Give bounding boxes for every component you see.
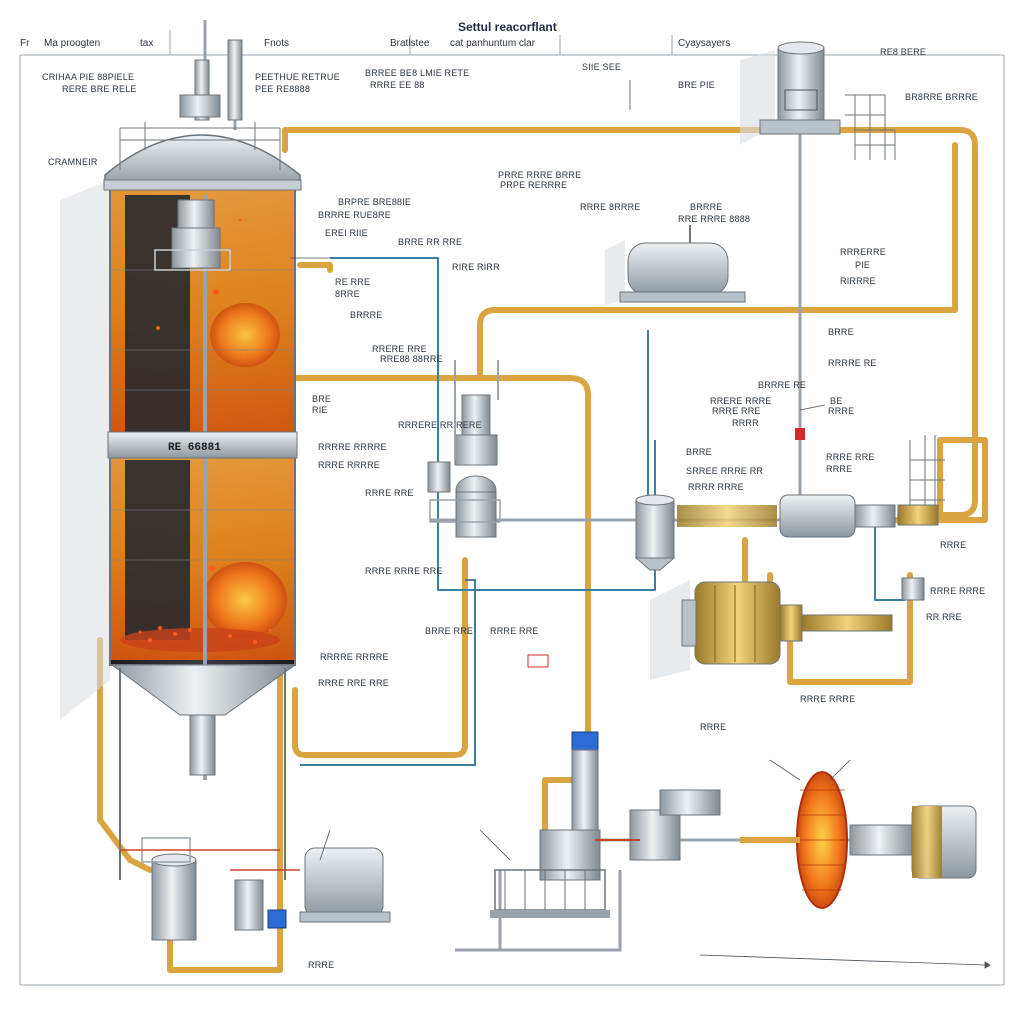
annotation-labels: CRAMNEIR CRIHAA PIE 88PIELE RERE BRE REL…	[42, 47, 985, 970]
label-t57: RRRE	[700, 722, 726, 732]
label-t50: RRRE RRRE	[930, 586, 985, 596]
label-t37: BRE	[312, 394, 331, 404]
top-storage-tank	[740, 41, 896, 160]
label-t8: BRE PIE	[678, 80, 715, 90]
label-t44: RRRR RRRE	[688, 482, 744, 492]
label-t38: RIE	[312, 405, 328, 415]
label-t30: RRRRE RE	[828, 358, 877, 368]
label-t14: BRRRE RUE8RE	[318, 210, 391, 220]
label-t53: RRRE RRE	[490, 626, 539, 636]
label-t24: RE RRE	[335, 277, 370, 287]
label-t32: RRERE RRRE	[710, 396, 772, 406]
label-t45: RRRE RRE	[826, 452, 875, 462]
label-t2: RERE BRE RELE	[62, 84, 137, 94]
label-t20: RRRERRE	[840, 247, 886, 257]
blue-piping	[300, 257, 905, 766]
gold-cylinder-unit	[650, 580, 893, 680]
label-t22: RIRRRE	[840, 276, 876, 286]
label-t23: RIRE RIRR	[452, 262, 500, 272]
header-col-1: Fnots	[264, 38, 289, 49]
label-t58: RRRE	[308, 960, 334, 970]
horizontal-tank	[605, 225, 746, 305]
label-t3: PEETHUE RETRUE	[255, 72, 340, 82]
gold-piping	[97, 127, 988, 973]
central-process-unit	[427, 360, 501, 538]
label-t27: RRERE RRE	[372, 344, 427, 354]
bottom-left-assembly	[120, 837, 391, 941]
label-t40: RRRRE RRRRE	[318, 442, 387, 452]
pipe-connectors	[267, 428, 805, 929]
label-t33: RRRE RRE	[712, 406, 761, 416]
label-t9: RE8 BERE	[880, 47, 926, 57]
label-t6: RRRE EE 88	[370, 80, 425, 90]
label-t19: RRE RRRE 8888	[678, 214, 750, 224]
label-t56: RRRE RRRE	[800, 694, 855, 704]
header-left-a: Fr	[20, 38, 30, 49]
reactor-vessel: RE 66881	[60, 39, 302, 880]
label-t1: CRIHAA PIE 88PIELE	[42, 72, 134, 82]
label-t34: RRRR	[732, 418, 759, 428]
label-t55: RRRE RRE RRE	[318, 678, 389, 688]
label-t5: BRREE BE8 LMIE RETE	[365, 68, 469, 78]
label-t36: RRRE	[828, 406, 854, 416]
filter-unit	[634, 494, 676, 571]
label-t42: BRRE	[686, 447, 712, 457]
label-t10: BR8RRE BRRRE	[905, 92, 978, 102]
vessel-band-label: RE 66881	[168, 442, 221, 454]
label-t18: BRRRE	[690, 202, 723, 212]
label-t13: BRPRE BRE88IE	[338, 197, 411, 207]
furnace-motor	[740, 771, 977, 909]
label-t25: 8RRE	[335, 289, 360, 299]
label-t26: BRRRE	[350, 310, 383, 320]
label-t49: RRRE	[940, 540, 966, 550]
label-t7: SIIE SEE	[582, 62, 621, 72]
header-left-c: tax	[140, 38, 153, 49]
label-t15: EREI RIIE	[325, 228, 368, 238]
label-t43: SRREE RRRE RR	[686, 466, 763, 476]
label-t29: BRRE	[828, 327, 854, 337]
heat-exchanger	[779, 435, 945, 601]
label-vessel-side: CRAMNEIR	[48, 157, 98, 167]
label-t21: PIE	[855, 260, 870, 270]
label-t4: PEE RE8888	[255, 84, 310, 94]
label-t11: PRRE RRRE BRRE	[498, 170, 581, 180]
label-t54: RRRRE RRRRE	[320, 652, 389, 662]
label-t51: RR RRE	[926, 612, 962, 622]
label-t48: RRRE RRRE RRE	[365, 566, 443, 576]
label-t17: RRRE 8RRRE	[580, 202, 641, 212]
leader-lines	[290, 80, 991, 969]
label-t16: BRRE RR RRE	[398, 237, 462, 247]
header-col-4: Cyaysayers	[678, 38, 730, 49]
header-left-b: Ma proogten	[44, 38, 100, 49]
diagram-title: Settul reacorflant	[458, 20, 557, 34]
bottom-center-skid	[490, 749, 721, 918]
label-t47: RRRE RRE	[365, 488, 414, 498]
label-t41: RRRE RRRRE	[318, 460, 380, 470]
header-col-2: Bratlstee	[390, 38, 430, 49]
label-t39: RRRERE RR RERE	[398, 420, 482, 430]
label-t31: BRRRE RE	[758, 380, 806, 390]
header-col-3: cat panhuntum clar	[450, 38, 536, 49]
label-t52: BRRE RRE	[425, 626, 473, 636]
frame	[19, 30, 1005, 986]
label-t46: RRRE	[826, 464, 852, 474]
label-t35: BE	[830, 396, 842, 406]
label-t28: RRE88 88RRE	[380, 354, 443, 364]
label-t12: PRPE RERRRE	[500, 180, 567, 190]
